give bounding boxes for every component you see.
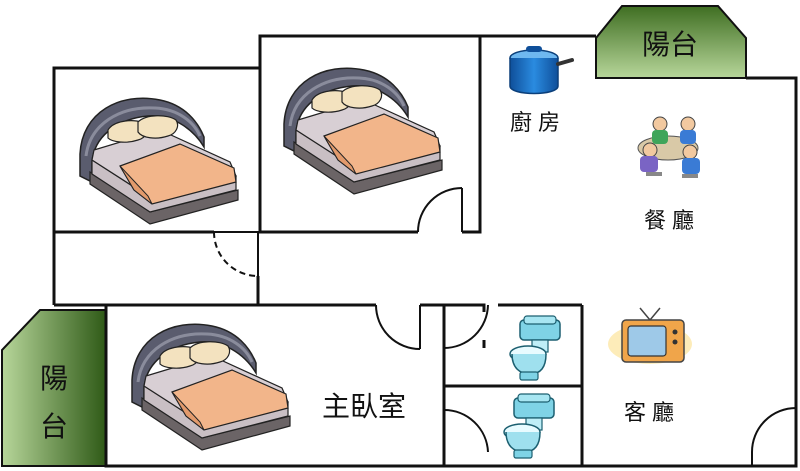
walls [52, 34, 798, 468]
bed-icon [78, 96, 240, 226]
dining-room-label: 餐廳 [644, 209, 700, 234]
balcony-left [1, 309, 107, 467]
kitchen-label: 廚房 [510, 111, 566, 136]
bed-icon [130, 322, 292, 452]
dining-table-icon [637, 116, 700, 178]
master-bedroom-label: 主臥室 [322, 390, 406, 423]
cooking-pot-icon [509, 46, 574, 95]
living-room-label: 客廳 [624, 401, 680, 426]
balcony-left-label-line1: 陽 [40, 362, 68, 395]
toilet-icon [509, 315, 561, 381]
bed-icon [282, 66, 444, 196]
toilet-icon [503, 393, 555, 459]
television-icon [608, 307, 692, 364]
door-swings [213, 187, 797, 466]
balcony-left-label-line2: 台 [40, 410, 68, 443]
balcony-top-label: 陽台 [642, 28, 698, 61]
